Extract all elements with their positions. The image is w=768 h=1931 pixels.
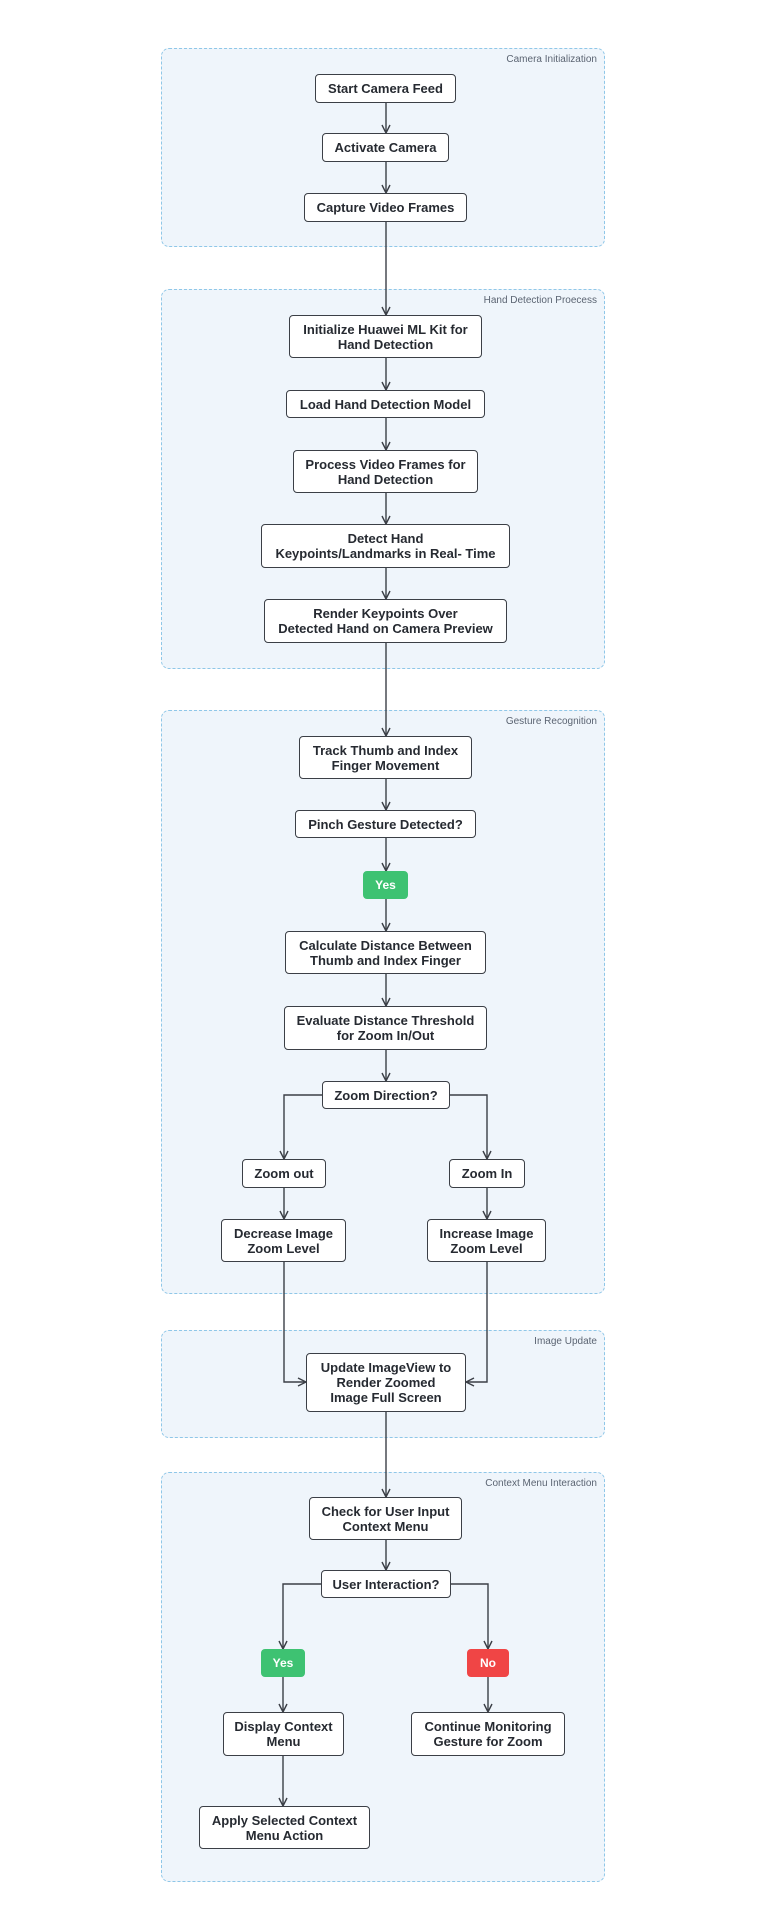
- group-label: Camera Initialization: [506, 54, 597, 65]
- group-label: Hand Detection Proecess: [483, 295, 597, 306]
- node-activate-camera: Activate Camera: [322, 133, 449, 162]
- badge-interaction-no: No: [467, 1649, 509, 1677]
- node-detect-keypoints: Detect Hand Keypoints/Landmarks in Real-…: [261, 524, 510, 568]
- group-label: Context Menu Interaction: [485, 1478, 597, 1489]
- node-init-ml-kit: Initialize Huawei ML Kit for Hand Detect…: [289, 315, 482, 358]
- node-apply-action: Apply Selected Context Menu Action: [199, 1806, 370, 1849]
- edge: [284, 1094, 322, 1159]
- edge: [283, 1583, 321, 1649]
- group-label: Gesture Recognition: [505, 716, 597, 727]
- node-evaluate-threshold: Evaluate Distance Threshold for Zoom In/…: [284, 1006, 487, 1050]
- node-zoom-out: Zoom out: [242, 1159, 326, 1188]
- group-label: Image Update: [534, 1336, 597, 1347]
- node-continue-monitoring: Continue Monitoring Gesture for Zoom: [411, 1712, 565, 1756]
- node-calc-distance: Calculate Distance Between Thumb and Ind…: [285, 931, 486, 974]
- edge: [283, 1262, 306, 1382]
- node-decrease-zoom: Decrease Image Zoom Level: [221, 1219, 346, 1262]
- node-load-model: Load Hand Detection Model: [286, 390, 485, 418]
- node-zoom-in: Zoom In: [449, 1159, 525, 1188]
- node-process-frames: Process Video Frames for Hand Detection: [293, 450, 478, 493]
- node-start-camera-feed: Start Camera Feed: [315, 74, 456, 103]
- node-user-interaction: User Interaction?: [321, 1570, 451, 1598]
- edge: [451, 1583, 488, 1649]
- node-zoom-direction: Zoom Direction?: [322, 1081, 450, 1109]
- badge-pinch-yes: Yes: [363, 871, 408, 899]
- edge: [466, 1262, 488, 1382]
- node-display-menu: Display Context Menu: [223, 1712, 344, 1756]
- node-render-keypoints: Render Keypoints Over Detected Hand on C…: [264, 599, 507, 643]
- edge: [450, 1094, 487, 1159]
- node-update-imageview: Update ImageView to Render Zoomed Image …: [306, 1353, 466, 1412]
- node-track-fingers: Track Thumb and Index Finger Movement: [299, 736, 472, 779]
- node-pinch-detected: Pinch Gesture Detected?: [295, 810, 476, 838]
- badge-interaction-yes: Yes: [261, 1649, 305, 1677]
- node-increase-zoom: Increase Image Zoom Level: [427, 1219, 546, 1262]
- node-capture-video-frames: Capture Video Frames: [304, 193, 467, 222]
- node-check-input: Check for User Input Context Menu: [309, 1497, 462, 1540]
